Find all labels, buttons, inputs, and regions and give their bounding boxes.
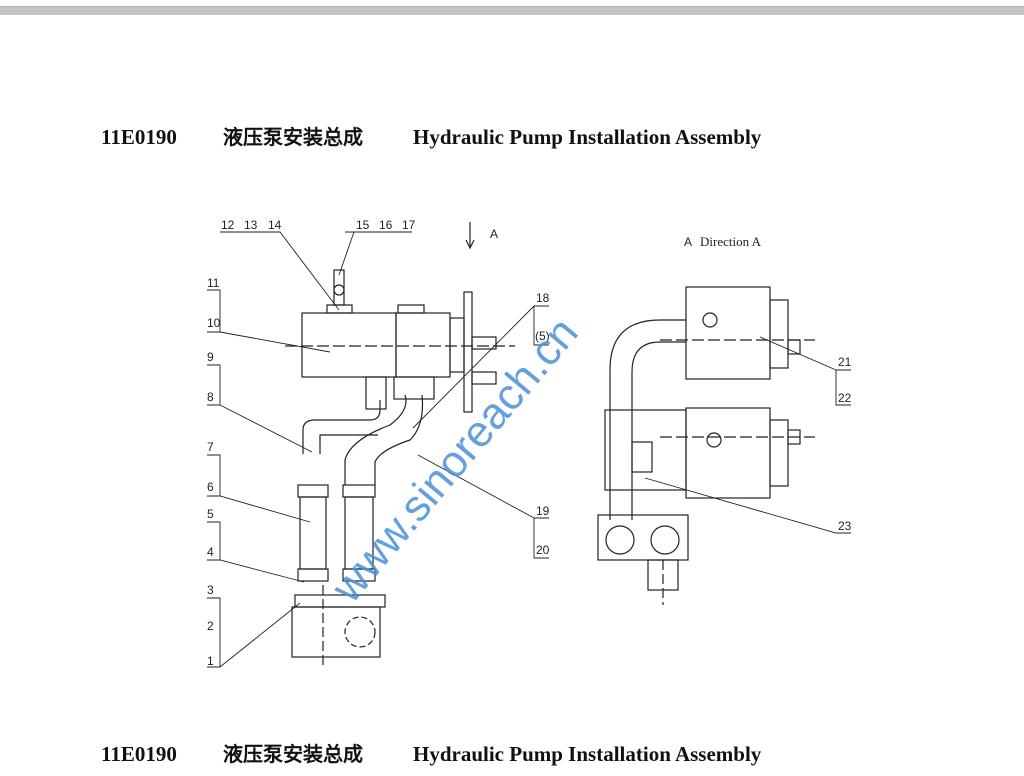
callout-16: 16 — [379, 218, 393, 232]
callout-3: 3 — [207, 583, 214, 597]
callout-13: 13 — [244, 218, 258, 232]
viewer-top-bar — [0, 6, 1024, 15]
part-code: 11E0190 — [101, 125, 177, 149]
callout-21: 21 — [838, 355, 852, 369]
title-chinese: 液压泵安装总成 — [223, 125, 363, 149]
callout-22: 22 — [838, 391, 852, 405]
title-english: Hydraulic Pump Installation Assembly — [413, 125, 762, 149]
callout-10: 10 — [207, 316, 221, 330]
callout-5: 5 — [207, 507, 214, 521]
callout-12: 12 — [221, 218, 235, 232]
callout-18: 18 — [536, 291, 550, 305]
callout-8: 8 — [207, 390, 214, 404]
callout-9: 9 — [207, 350, 214, 364]
callout-5-ref: (5) — [535, 329, 550, 343]
title-english: Hydraulic Pump Installation Assembly — [413, 742, 762, 766]
callout-7: 7 — [207, 440, 214, 454]
page-title: 11E0190 液压泵安装总成 Hydraulic Pump Installatio… — [101, 121, 761, 150]
part-code: 11E0190 — [101, 742, 177, 766]
callout-19: 19 — [536, 504, 550, 518]
title-chinese: 液压泵安装总成 — [223, 742, 363, 766]
leader-lines — [207, 231, 851, 668]
page-title-footer: 11E0190 液压泵安装总成 Hydraulic Pump Installatio… — [101, 738, 761, 767]
view-label-prefix: A — [684, 235, 692, 249]
view-label: Direction A — [700, 234, 762, 249]
callout-23: 23 — [838, 519, 852, 533]
callout-11: 11 — [207, 276, 220, 290]
callout-6: 6 — [207, 480, 214, 494]
callout-20: 20 — [536, 543, 550, 557]
callout-14: 14 — [268, 218, 282, 232]
pump-side-view — [285, 222, 515, 665]
pump-direction-a-view — [597, 286, 815, 605]
view-arrow-label: A — [490, 227, 498, 241]
callout-2: 2 — [207, 619, 214, 633]
callout-1: 1 — [207, 654, 214, 668]
callout-15: 15 — [356, 218, 370, 232]
watermark: www.sinoreach.cn — [321, 308, 587, 612]
callout-17: 17 — [402, 218, 416, 232]
callout-4: 4 — [207, 545, 214, 559]
